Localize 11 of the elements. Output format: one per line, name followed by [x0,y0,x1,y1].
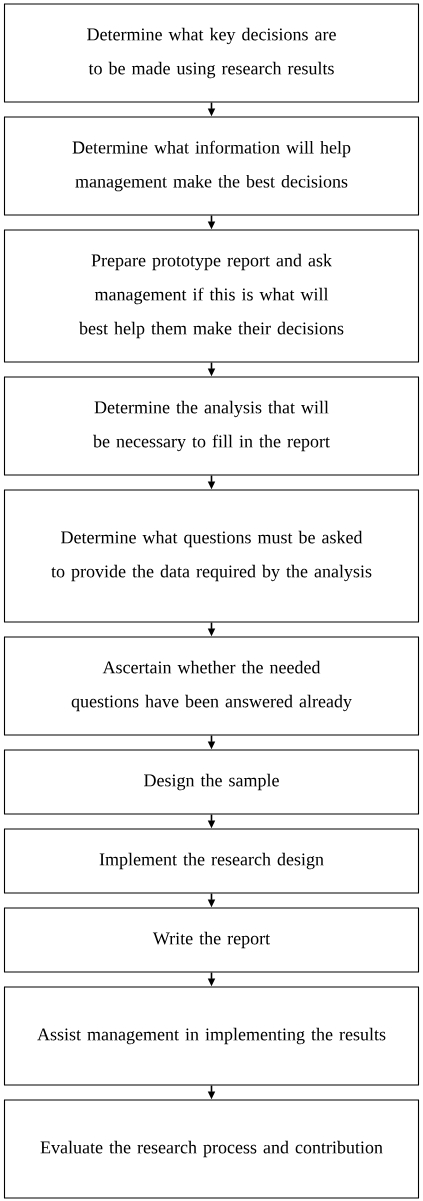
process-box: Determine what key decisions are to be made using research results [3,3,420,103]
process-box: Ascertain whether the needed questions have been answered already [3,636,420,736]
process-box: Design the sample [3,749,420,815]
process-box: Determine the analysis that will be necessary to fill in the report [3,376,420,476]
process-box: Implement the research design [3,828,420,894]
process-box: Evaluate the research process and contribution [3,1099,420,1199]
process-box: Determine what questions must be asked to provide the data required by the analysis [3,489,420,623]
process-box: Assist management in implementing the results [3,986,420,1086]
process-box: Determine what information will help management make the best decisions [3,116,420,216]
process-box: Write the report [3,907,420,973]
process-box: Prepare prototype report and ask management if this is what will best help them make their decisions [3,229,420,363]
